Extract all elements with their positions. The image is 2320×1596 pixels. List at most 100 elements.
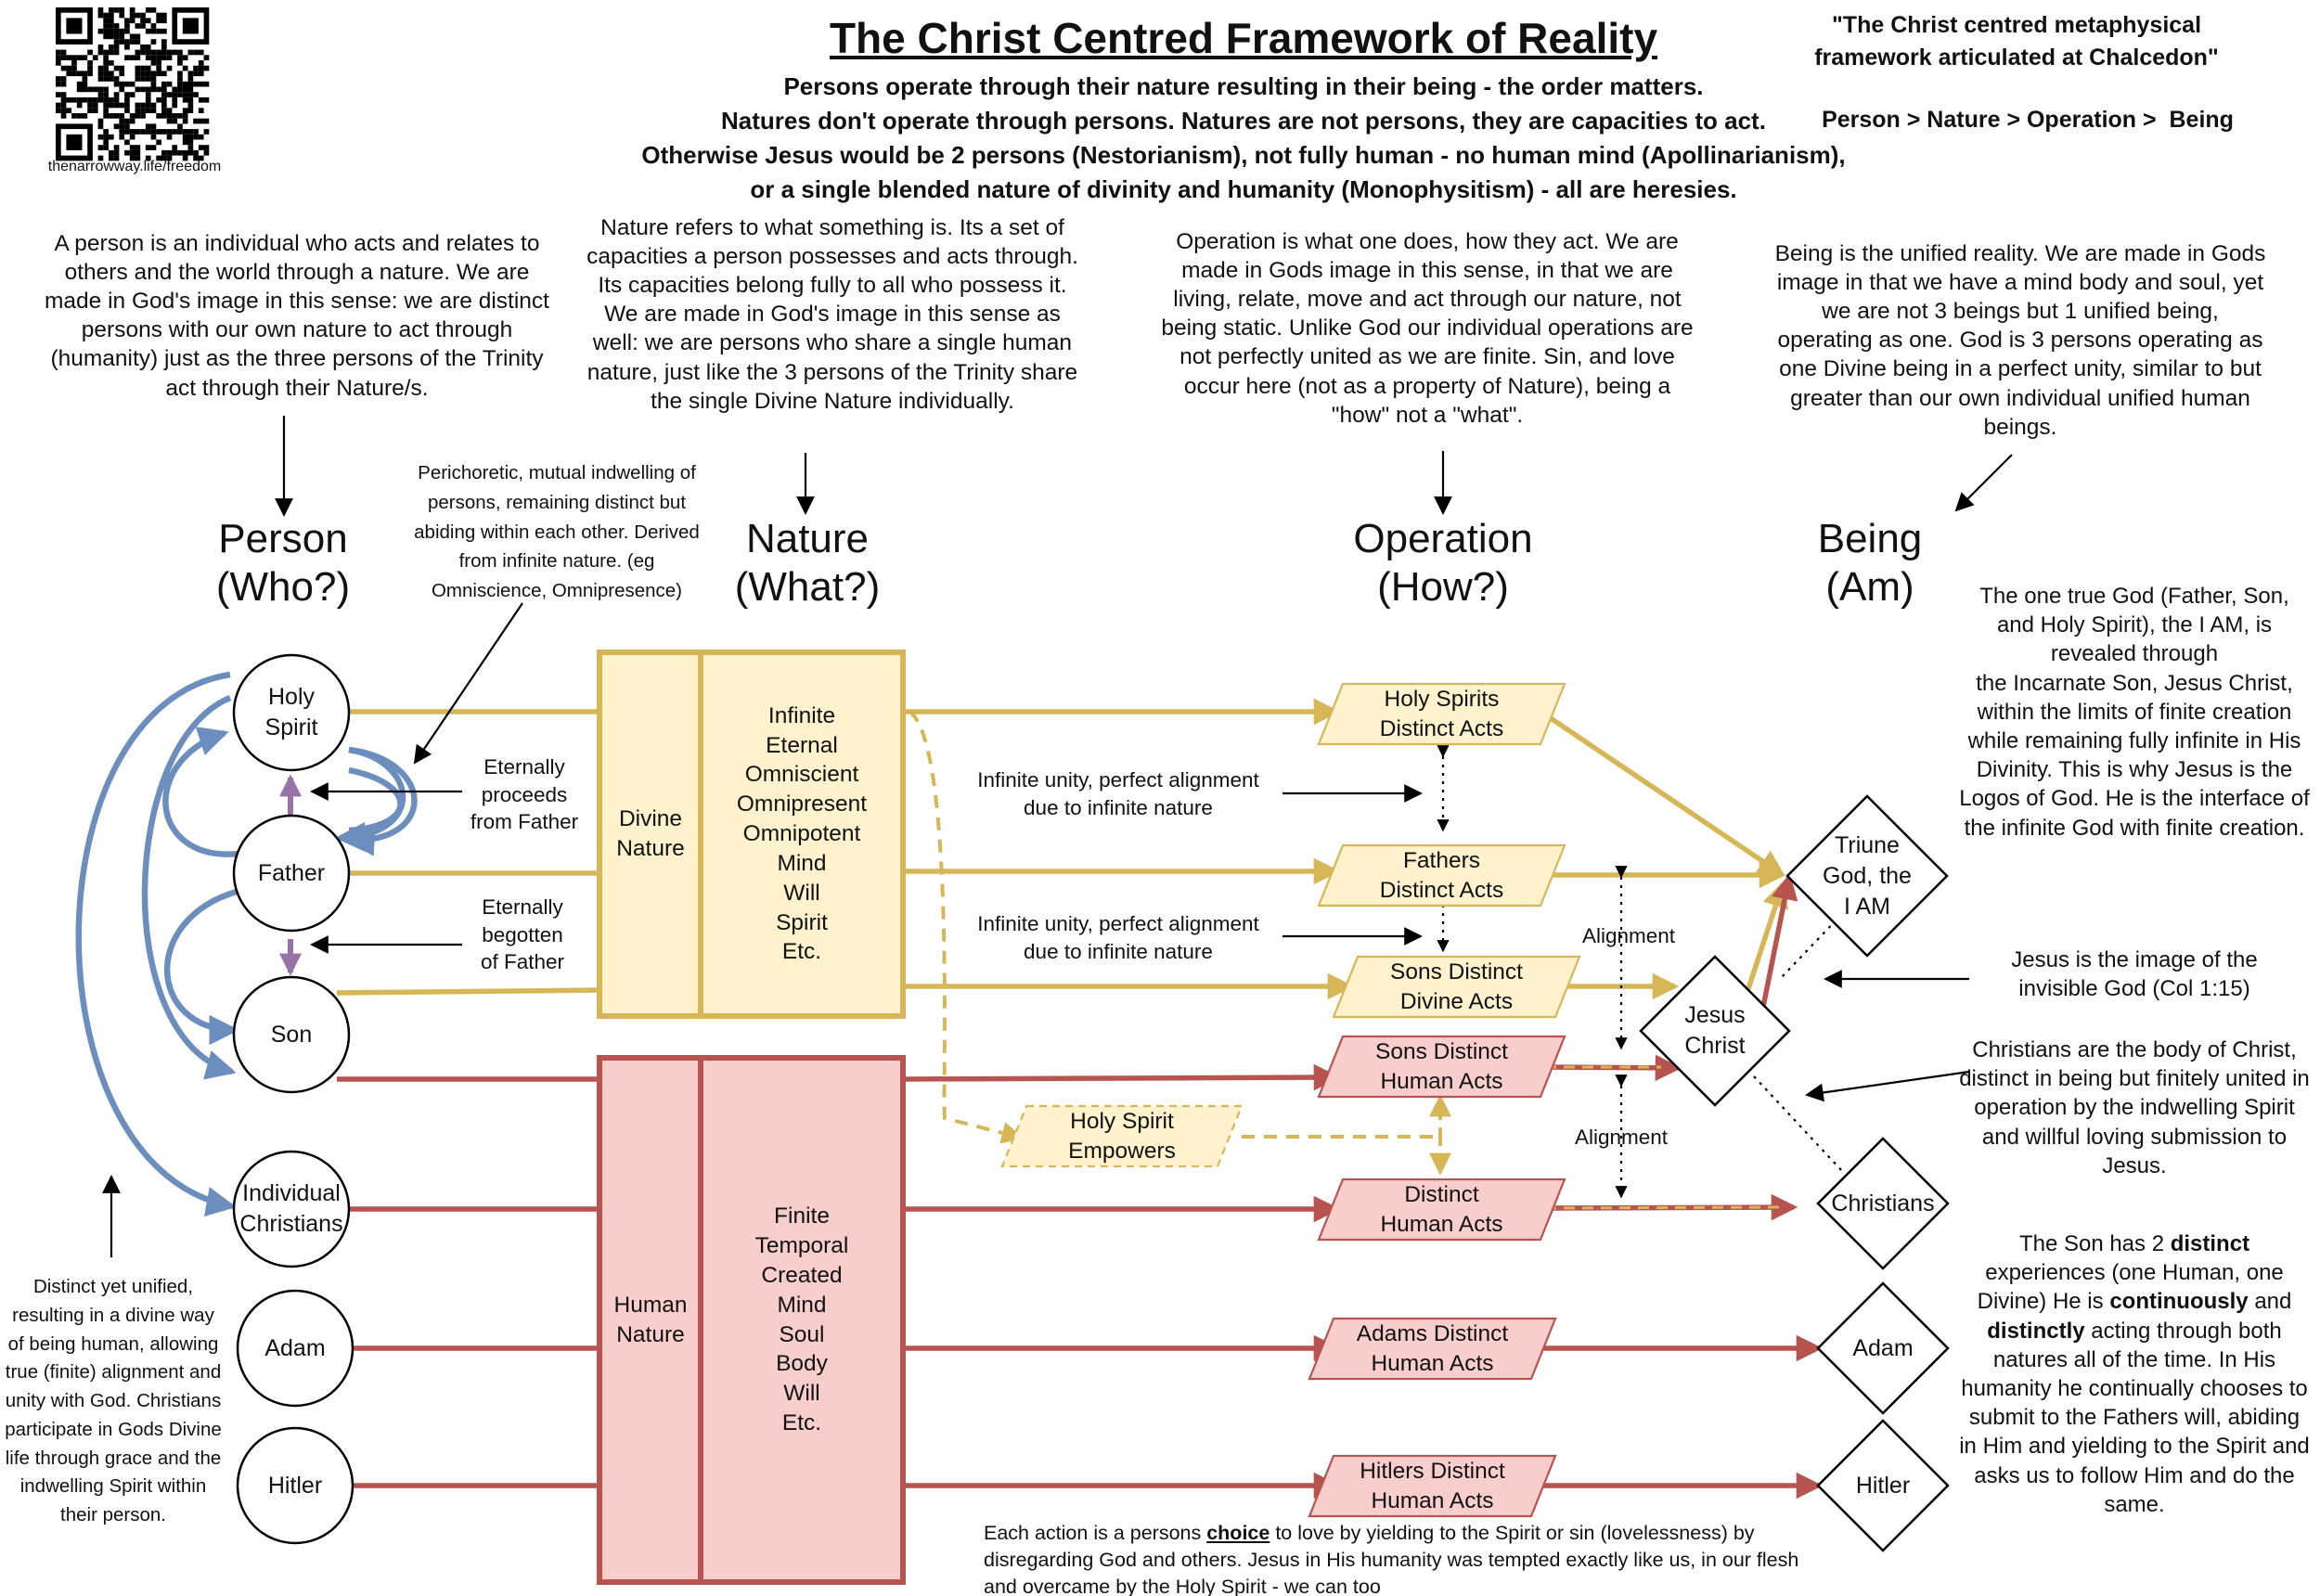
emphasis: distinctly [1987,1318,2085,1344]
two-natures-note: The Son has 2 distinct experiences (one … [1958,1229,2311,1519]
adam-person-circle [236,1289,354,1408]
attribute: Mind [777,850,827,876]
attribute: Omniscient [744,762,859,788]
body-of-christ-note: Christians are the body of Christ, disti… [1959,1037,2310,1178]
being-description: Being is the unified reality. We are mad… [1774,241,2266,440]
father-label: Father [257,859,326,886]
triune-god-label: Triune God, the I AM [1823,831,1912,920]
subtitle-line: or a single blended nature of divinity a… [750,174,1737,203]
adam-being-diamond [1816,1281,1950,1415]
trinity-relation-arrows [75,671,418,1216]
proceeds-note: Eternally proceeds from Father [470,755,579,834]
qr-caption: thenarrowway.life/freedom [47,159,222,174]
human-nature-box [597,1055,906,1585]
attribute: Omnipresent [736,792,868,817]
jesus-christ-label: Jesus Christ [1684,1002,1746,1059]
order-summary: Person > Nature > Operation > Being [1822,107,2234,133]
father-acts: Fathers Distinct Acts [1379,847,1504,903]
nature-column-header: Nature (What?) [734,516,881,610]
attribute: Temporal [754,1232,849,1258]
human-attributes: Finite Temporal Created Mind Soul Body W… [703,1061,900,1579]
attribute: Will [783,880,820,906]
christians-label: Individual Christians [239,1180,343,1237]
attribute: Finite [774,1203,830,1229]
attribute: Spirit [776,909,828,935]
image-note: Jesus is the image of the invisible God … [2011,947,2258,1002]
page-title: The Christ Centred Framework of Reality [829,14,1658,62]
holy-spirit-label: Holy Spirit [264,684,318,740]
text-run: acting through both natures all of the t… [1959,1318,2310,1517]
qr-code [56,7,210,161]
attribute: Etc. [781,939,822,965]
text-run: to love by yielding to the Spirit or sin… [984,1522,1799,1596]
operation-description: Operation is what one does, how they act… [1161,229,1694,428]
subtitle-line: Persons operate through their nature res… [783,72,1704,100]
adam-label: Adam [264,1334,326,1361]
christians-person-circle [232,1150,351,1268]
alignment-label-lower: Alignment [1574,1126,1669,1149]
nature-description: Nature refers to what something is. Its … [586,215,1078,414]
attribute: Created [761,1262,843,1288]
divine-nature-box [597,650,906,1019]
human-operation-arrows [337,872,1824,1499]
person-description: A person is an individual who acts and r… [45,231,549,401]
adam-being-label: Adam [1852,1334,1914,1361]
hitler-label: Hitler [267,1472,323,1499]
one-true-god-note: The one true God (Father, Son, and Holy … [1959,584,2310,841]
choice-footer: Each action is a persons choice to love … [984,1520,1810,1596]
attribute: Eternal [766,732,838,758]
alignment-label-upper: Alignment [1581,924,1676,947]
chalcedon-quote: "The Christ centred metaphysical framewo… [1814,12,2219,71]
attribute: Soul [779,1321,825,1347]
unity-note-upper: Infinite unity, perfect alignment due to… [977,768,1259,819]
triune-god-diamond [1785,794,1949,958]
son-divine-acts: Sons Distinct Divine Acts [1390,959,1523,1014]
hitler-being-label: Hitler [1855,1472,1911,1499]
emphasis: choice [1206,1522,1270,1544]
hitler-person-circle [236,1426,354,1545]
attribute: Omnipotent [742,821,861,847]
begotten-note: Eternally begotten of Father [480,895,565,974]
christians-being-label: Christians [1831,1190,1935,1216]
subtitle-line: Otherwise Jesus would be 2 persons (Nest… [641,140,1846,169]
being-column-header: Being (Am) [1817,516,1923,610]
emphasis: continuously [2109,1289,2249,1315]
person-column-header: Person (Who?) [215,516,351,610]
subtitle-line: Natures don't operate through persons. N… [721,106,1766,135]
divine-operation-arrows [336,698,1788,1176]
subtitle: Persons operate through their nature res… [445,70,2042,207]
adam-acts: Adams Distinct Human Acts [1356,1320,1509,1376]
text-run: The Son has 2 [2018,1231,2171,1256]
hitler-being-diamond [1816,1419,1950,1552]
human-nature-label: Human Nature [613,1292,688,1347]
father-person-circle [232,814,351,933]
divine-nature-label: Divine Nature [616,806,685,861]
christians-acts: Distinct Human Acts [1380,1181,1503,1237]
attribute: Etc. [781,1410,822,1436]
son-human-acts: Sons Distinct Human Acts [1375,1038,1508,1094]
perichoretic-note: Perichoretic, mutual indwelling of perso… [414,462,700,602]
operation-column-header: Operation (How?) [1353,516,1533,610]
divine-attributes: Infinite Eternal Omniscient Omnipresent … [703,655,900,1013]
text-run: and [2248,1289,2292,1315]
hitler-acts: Hitlers Distinct Human Acts [1360,1458,1505,1513]
text-run: experiences (one Human, one Divine) He i… [1977,1260,2284,1315]
operation-shapes [1000,682,1581,1518]
text-run: Each action is a persons [984,1522,1207,1544]
attribute: Mind [777,1292,827,1318]
attribute: Body [776,1351,828,1377]
son-person-circle [232,975,351,1094]
attribute: Infinite [767,702,836,728]
distinct-yet-unified-note: Distinct yet unified, resulting in a div… [5,1276,222,1525]
attribute: Will [783,1381,820,1407]
holy-spirit-person-circle [232,653,351,772]
unity-note-lower: Infinite unity, perfect alignment due to… [977,912,1259,963]
emphasis: distinct [2170,1231,2250,1256]
jesus-christ-diamond [1639,955,1791,1107]
son-label: Son [270,1021,313,1048]
christians-being-diamond [1816,1137,1950,1270]
holy-spirit-acts: Holy Spirits Distinct Acts [1379,686,1504,741]
holy-spirit-empowers: Holy Spirit Empowers [1068,1108,1176,1164]
